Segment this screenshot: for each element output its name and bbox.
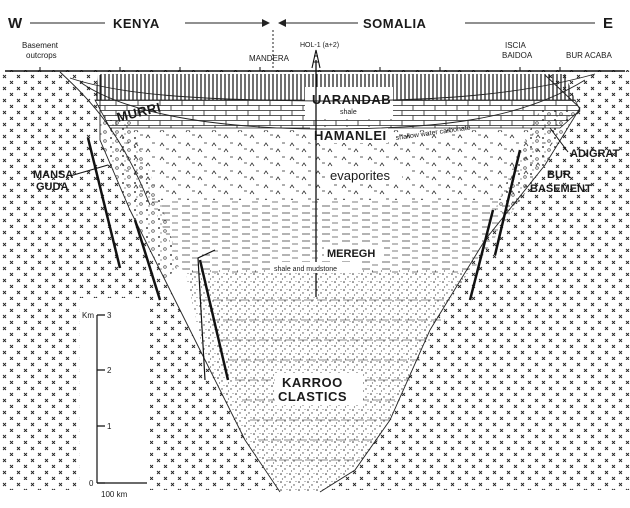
arrow-head-left-icon xyxy=(278,19,286,27)
scale-tick-3: 3 xyxy=(107,311,112,320)
meregh-note: shale and mudstone xyxy=(274,266,337,273)
uarandab-note: shale xyxy=(340,109,357,116)
basement-outcrops-label-2: outcrops xyxy=(26,51,57,60)
scale-tick-0: 0 xyxy=(89,479,94,488)
bur-acaba-label: BUR ACABA xyxy=(566,51,612,60)
iscia-label: ISCIA xyxy=(505,41,527,50)
hamanlei-label: HAMANLEI xyxy=(314,128,387,143)
evaporites-label: evaporites xyxy=(330,168,390,183)
kenya-label: KENYA xyxy=(113,16,160,31)
horizontal-scale-label: 100 km xyxy=(101,490,128,499)
adigrat-label: ADIGRAT xyxy=(570,148,620,160)
mandera-label: MANDERA xyxy=(249,54,290,63)
scale-tick-1: 1 xyxy=(107,422,112,431)
uarandab-label: UARANDAB xyxy=(312,92,391,107)
well-label: HOL-1 (a+2) xyxy=(300,42,339,49)
scale-bar-box xyxy=(80,298,150,494)
mansa-label: MANSA xyxy=(33,169,73,181)
east-label: E xyxy=(603,15,613,32)
basement-outcrops-label-1: Basement xyxy=(22,41,59,50)
scale-unit-label: Km xyxy=(82,311,94,320)
meregh-label: MEREGH xyxy=(327,248,375,260)
arrow-head-right-icon xyxy=(262,19,270,27)
baidoa-label: BAIDOA xyxy=(502,51,533,60)
bur-label: BUR xyxy=(547,169,571,181)
basement-label: BASEMENT xyxy=(530,183,592,195)
somalia-label: SOMALIA xyxy=(363,16,427,31)
karroo-label: KARROO xyxy=(282,375,343,390)
guda-label: GUDA xyxy=(36,181,68,193)
scale-tick-2: 2 xyxy=(107,366,112,375)
clastics-label: CLASTICS xyxy=(278,389,347,404)
west-label: W xyxy=(8,15,23,32)
